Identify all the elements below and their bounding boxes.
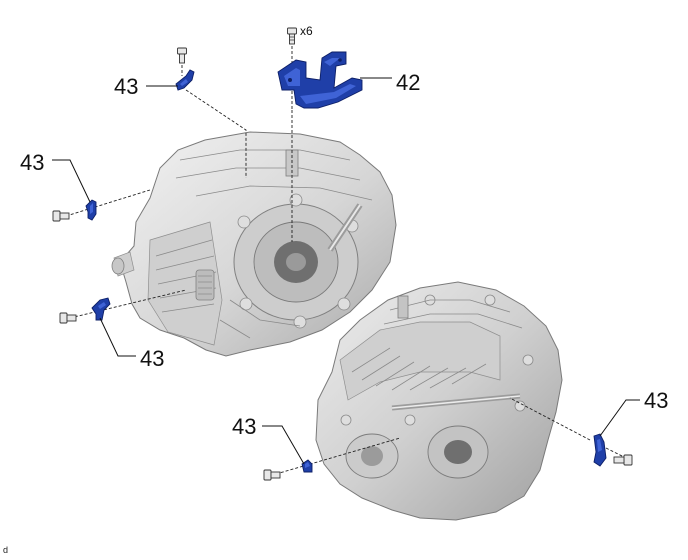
- transaxle-lower-illustration: [315, 281, 563, 521]
- bolt-icon: [52, 210, 70, 222]
- bolt-quantity-label: x6: [300, 24, 313, 38]
- wire-harness-bracket-icon: [85, 199, 97, 221]
- callout-label-43-top: 43: [114, 74, 138, 99]
- wire-harness-bracket-icon: [301, 459, 313, 473]
- bolt-icon: [59, 312, 77, 324]
- bolt-icon: [287, 27, 297, 45]
- transaxle-upper-illustration: [111, 131, 397, 357]
- assembly-dashed-lines: [65, 36, 627, 475]
- callout-label-43-bottom-middle: 43: [232, 414, 256, 439]
- wire-harness-bracket-icon: [277, 51, 363, 109]
- wire-harness-bracket-icon: [593, 433, 607, 467]
- callout-label-43-left-upper: 43: [20, 150, 44, 175]
- callout-leader-lines: [52, 77, 640, 465]
- bolt-icon: [263, 469, 281, 481]
- bolt-icon: [613, 454, 633, 466]
- callout-label-42: 42: [396, 70, 420, 95]
- bolt-icon: [177, 47, 187, 64]
- callout-label-43-right: 43: [644, 388, 668, 413]
- wire-harness-bracket-icon: [175, 69, 195, 91]
- wire-harness-bracket-icon: [91, 297, 111, 321]
- corner-mark: d: [3, 545, 8, 555]
- callout-label-43-left-lower: 43: [140, 346, 164, 371]
